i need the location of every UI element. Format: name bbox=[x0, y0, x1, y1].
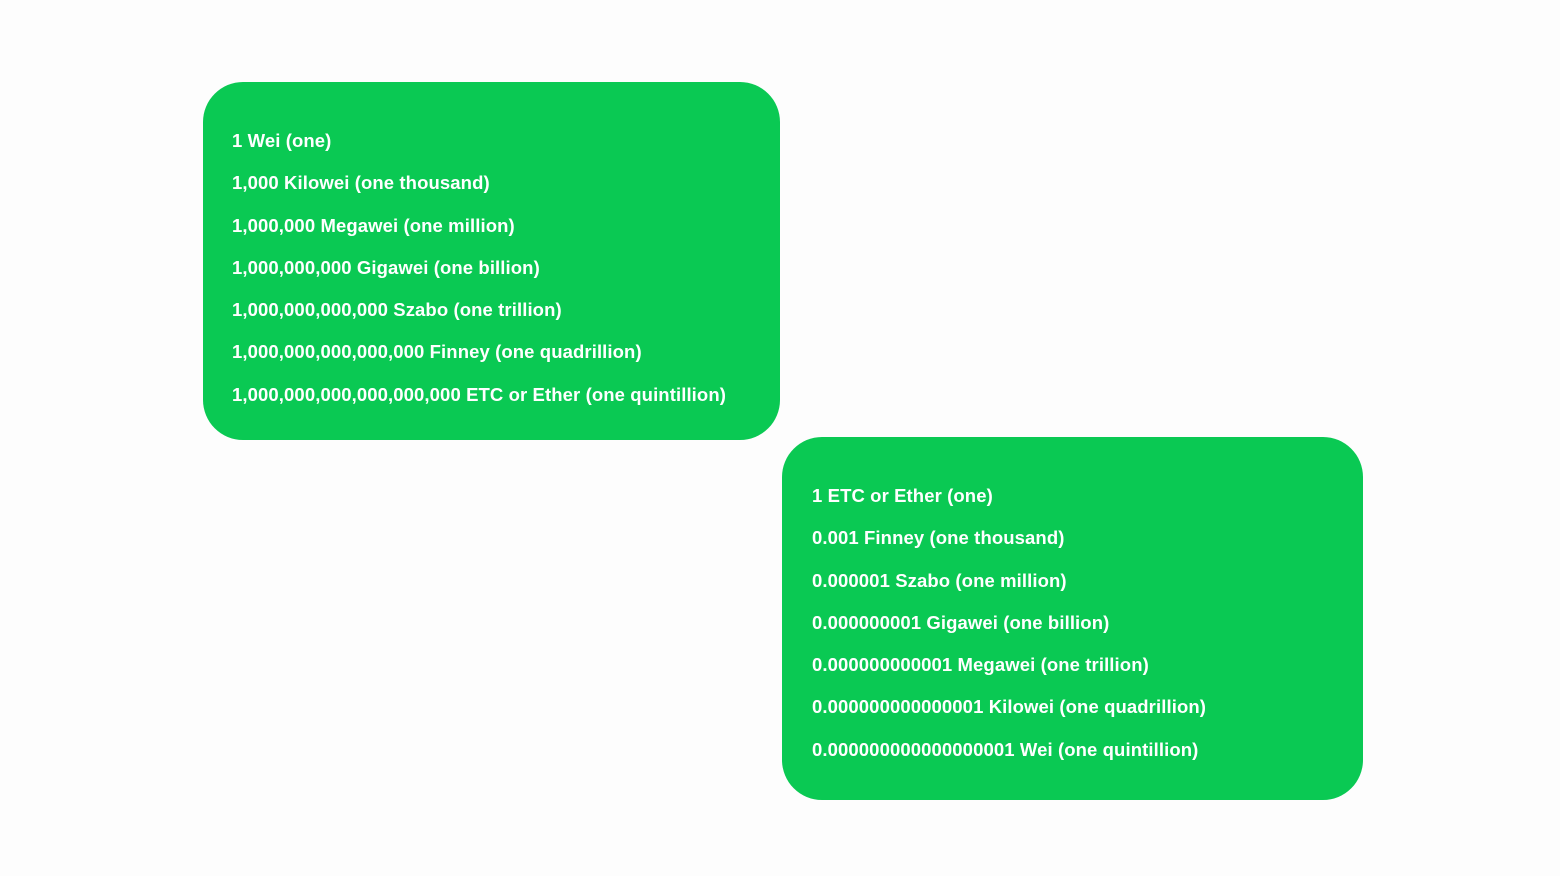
denomination-line: 1,000,000,000,000,000,000 ETC or Ether (… bbox=[232, 383, 726, 405]
denomination-line: 0.000001 Szabo (one million) bbox=[812, 569, 1067, 591]
denomination-line: 1,000,000 Megawei (one million) bbox=[232, 214, 515, 236]
denomination-line: 0.000000000001 Megawei (one trillion) bbox=[812, 654, 1149, 676]
denomination-line: 1,000 Kilowei (one thousand) bbox=[232, 172, 490, 194]
denomination-line: 0.001 Finney (one thousand) bbox=[812, 527, 1065, 549]
card-wei-to-ether-denominations: 1 Wei (one) 1,000 Kilowei (one thousand)… bbox=[203, 82, 780, 440]
denomination-line: 1 Wei (one) bbox=[232, 130, 332, 151]
denomination-line: 0.000000000000000001 Wei (one quintillio… bbox=[812, 738, 1199, 760]
denomination-line: 0.000000000000001 Kilowei (one quadrilli… bbox=[812, 696, 1207, 718]
denomination-line: 1,000,000,000,000 Szabo (one trillion) bbox=[232, 299, 562, 321]
denomination-line: 1,000,000,000,000,000 Finney (one quadri… bbox=[232, 341, 642, 363]
denomination-line: 1 ETC or Ether (one) bbox=[812, 485, 993, 506]
denomination-line: 1,000,000,000 Gigawei (one billion) bbox=[232, 256, 540, 278]
card-ether-to-wei-denominations: 1 ETC or Ether (one) 0.001 Finney (one t… bbox=[782, 437, 1363, 800]
denomination-line: 0.000000001 Gigawei (one billion) bbox=[812, 611, 1110, 633]
